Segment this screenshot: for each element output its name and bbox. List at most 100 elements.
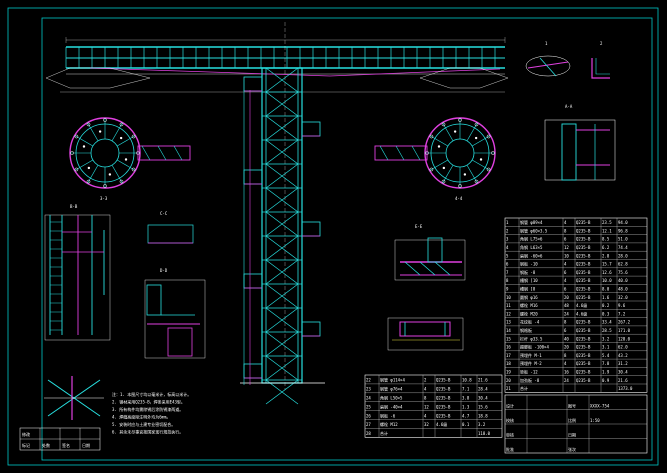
anchor-point — [479, 158, 483, 161]
section-d: D-D — [144, 268, 206, 359]
table-cell: 钢管 φ60×3.5 — [520, 227, 548, 233]
outer-frame — [7, 7, 659, 466]
inner-frame — [41, 17, 653, 461]
bolt-hole — [458, 184, 462, 188]
table-cell: 40.0 — [618, 278, 628, 283]
table-cell: Q235-B — [576, 220, 591, 225]
tower-brace — [265, 139, 299, 165]
plan-view-left: 3-3 — [69, 117, 191, 201]
table-cell: 17 — [506, 353, 511, 358]
table-cell: 10 — [564, 253, 569, 258]
bolt-hole — [74, 167, 79, 172]
joint-detail — [44, 376, 104, 420]
table-cell: 4 — [424, 387, 427, 392]
table-cell: 18 — [506, 361, 511, 366]
table-cell: 15.6 — [478, 404, 488, 409]
table-cell: 4.6级 — [576, 302, 587, 308]
table-cell: 20 — [564, 345, 569, 350]
table-cell: 审核 — [506, 431, 514, 437]
tower-brace — [265, 91, 299, 117]
note-line: 4. 焊缝高度除注明外均为6mm。 — [112, 414, 170, 420]
table-cell: 94.0 — [618, 220, 628, 225]
tower-brace — [265, 283, 299, 309]
table-cell: 51.0 — [618, 237, 628, 242]
landing — [243, 273, 263, 289]
table-cell: 8.0 — [602, 287, 610, 292]
table-cell: 7 — [506, 270, 509, 275]
base-detail — [387, 317, 464, 351]
table-cell: 0.1 — [462, 422, 470, 427]
table-cell: Q235-B — [576, 287, 591, 292]
detail-2-label: 2 — [600, 41, 603, 46]
anchor-point — [437, 145, 441, 148]
table-cell: 11 — [506, 303, 511, 308]
revision-cell: 修改 — [22, 431, 30, 437]
table-cell: 螺栓 M16 — [520, 302, 538, 308]
bolt-hole — [131, 134, 136, 139]
section-c-label: C-C — [160, 211, 168, 216]
table-cell: Q235-B — [576, 361, 591, 366]
landing — [243, 169, 263, 185]
table-cell: 28.5 — [602, 328, 612, 333]
tower-brace — [265, 307, 299, 333]
table-cell: 合计 — [520, 385, 528, 391]
table-cell: 5.4 — [602, 353, 610, 358]
table-cell: 扁钢 -40×4 — [380, 403, 403, 409]
anchor-point — [98, 130, 102, 133]
table-cell: 62.0 — [618, 345, 628, 350]
section-e: E-E — [394, 224, 466, 281]
table-cell: 3.8 — [462, 396, 470, 401]
section-b-label: B-B — [70, 204, 78, 209]
bolt-hole — [429, 134, 434, 139]
anchor-point — [82, 145, 86, 148]
note-line: 5. 安装时应与土建专业密切配合。 — [112, 421, 175, 427]
table-cell: 12 — [506, 311, 511, 316]
table-cell: 8 — [564, 320, 567, 325]
table-cell: 加劲板 -8 — [520, 377, 540, 383]
table-cell: 6 — [564, 270, 567, 275]
table-cell: 4 — [506, 245, 509, 250]
bolt-hole — [119, 179, 124, 184]
table-cell: Q235-B — [576, 328, 591, 333]
anchor-point — [474, 136, 478, 140]
table-cell: 30.4 — [478, 396, 488, 401]
table-cell: 5 — [506, 253, 509, 258]
table-cell: Q235-B — [436, 404, 451, 409]
table-cell: 21.6 — [618, 378, 628, 383]
table-cell: Q235-B — [576, 237, 591, 242]
bolt-hole — [474, 122, 479, 127]
table-cell: 3 — [506, 237, 509, 242]
table-border — [504, 217, 648, 393]
table-cell: 1.6 — [602, 295, 610, 300]
table-cell: 预埋件 M-2 — [520, 360, 542, 366]
table-cell: 3.2 — [478, 422, 486, 427]
bolt-hole — [74, 134, 79, 139]
table-cell: 槽钢 [8 — [520, 286, 536, 292]
table-cell: 75.6 — [618, 270, 628, 275]
table-cell: 9.6 — [618, 303, 626, 308]
table-cell: 7.8 — [602, 361, 610, 366]
table-cell: 日期 — [568, 431, 576, 437]
table-cell: 扁钢 -60×6 — [520, 252, 543, 258]
table-cell: Q235-B — [436, 387, 451, 392]
table-cell: 15 — [506, 336, 511, 341]
table-cell: 20 — [564, 295, 569, 300]
table-cell: 12.1 — [602, 228, 612, 233]
tower-brace — [265, 379, 299, 405]
table-cell: 4 — [564, 361, 567, 366]
plan-right-label: 4-4 — [455, 196, 463, 201]
table-cell: 1 — [506, 220, 509, 225]
revision-cell: 签名 — [62, 442, 70, 448]
bolt-hole — [131, 167, 136, 172]
table-cell: 3.1 — [602, 345, 610, 350]
table-cell: 踢脚板 -100×4 — [520, 344, 549, 350]
section-a-label: A-A — [565, 104, 573, 109]
table-cell: 设计 — [506, 402, 514, 408]
table-cell: 28.4 — [478, 387, 488, 392]
central-tower-elevation — [240, 67, 325, 405]
table-cell: 30.4 — [618, 370, 628, 375]
table-cell: 48.0 — [618, 287, 628, 292]
table-cell: 8 — [424, 396, 427, 401]
landing — [243, 76, 263, 92]
